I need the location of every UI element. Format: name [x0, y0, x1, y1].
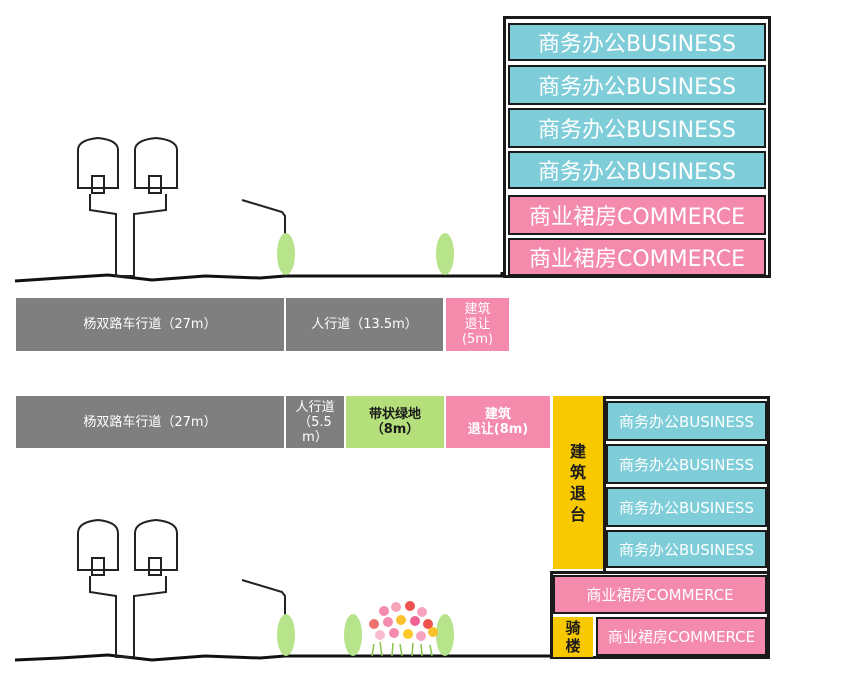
terrace-char-3: 退 — [569, 483, 586, 503]
top-floor-commerce-1: 商业裙房COMMERCE — [508, 195, 766, 235]
top-setback-line-3: (5m) — [461, 332, 494, 347]
terrace-char-4: 台 — [569, 504, 586, 524]
terrace-char-1: 建 — [569, 441, 586, 461]
arcade-char-1: 骑 — [565, 619, 581, 637]
bottom-greenbelt-label: 带状绿地 （8m） — [346, 396, 444, 448]
building-setback-terrace: 建 筑 退 台 — [553, 396, 603, 569]
arcade-char-2: 楼 — [565, 637, 581, 655]
bottom-sidewalk-line-2: （5.5 — [298, 414, 332, 430]
top-setback-line-2: 退让 — [464, 317, 491, 332]
bottom-floor-commerce-1: 商业裙房COMMERCE — [553, 575, 767, 614]
bottom-floor-business-3: 商务办公BUSINESS — [606, 487, 767, 527]
top-floor-business-2: 商务办公BUSINESS — [508, 65, 766, 105]
bottom-sidewalk-label: 人行道 （5.5 m） — [286, 396, 344, 448]
tree-icon — [344, 614, 362, 656]
top-setback-label: 建筑 退让 (5m) — [446, 298, 509, 351]
top-floor-commerce-2: 商业裙房COMMERCE — [508, 238, 766, 276]
bottom-floor-business-1: 商务办公BUSINESS — [606, 401, 767, 441]
bottom-floor-commerce-2: 商业裙房COMMERCE — [596, 617, 767, 656]
bottom-setback-line-2: 退让(8m) — [467, 422, 529, 437]
ground-line-top — [14, 272, 504, 283]
flower-bed-icon — [369, 601, 438, 657]
tree-icon — [277, 614, 295, 656]
top-sidewalk-label: 人行道（13.5m） — [286, 298, 443, 351]
bottom-road-label: 杨双路车行道（27m） — [16, 396, 284, 448]
tree-icon — [436, 233, 454, 275]
street-lamp-icon — [77, 518, 178, 658]
top-setback-line-1: 建筑 — [464, 302, 491, 317]
bottom-greenbelt-line-2: （8m） — [370, 422, 420, 437]
top-floor-business-1: 商务办公BUSINESS — [508, 23, 766, 61]
street-lamp-icon — [77, 136, 178, 277]
terrace-char-2: 筑 — [569, 462, 586, 482]
ground-line-bottom — [14, 653, 770, 662]
tree-icon — [436, 614, 454, 656]
bottom-floor-business-4: 商务办公BUSINESS — [606, 530, 767, 568]
top-floor-business-3: 商务办公BUSINESS — [508, 108, 766, 148]
bottom-sidewalk-line-3: m） — [302, 429, 328, 445]
bottom-setback-label: 建筑 退让(8m) — [446, 396, 550, 448]
tree-icon — [277, 233, 295, 275]
bottom-greenbelt-line-1: 带状绿地 — [368, 407, 421, 422]
arcade-qilou: 骑 楼 — [553, 617, 593, 657]
top-floor-business-4: 商务办公BUSINESS — [508, 151, 766, 189]
bottom-sidewalk-line-1: 人行道 — [295, 399, 335, 415]
bottom-setback-line-1: 建筑 — [484, 407, 511, 422]
bottom-floor-business-2: 商务办公BUSINESS — [606, 444, 767, 484]
top-road-label: 杨双路车行道（27m） — [16, 298, 284, 351]
